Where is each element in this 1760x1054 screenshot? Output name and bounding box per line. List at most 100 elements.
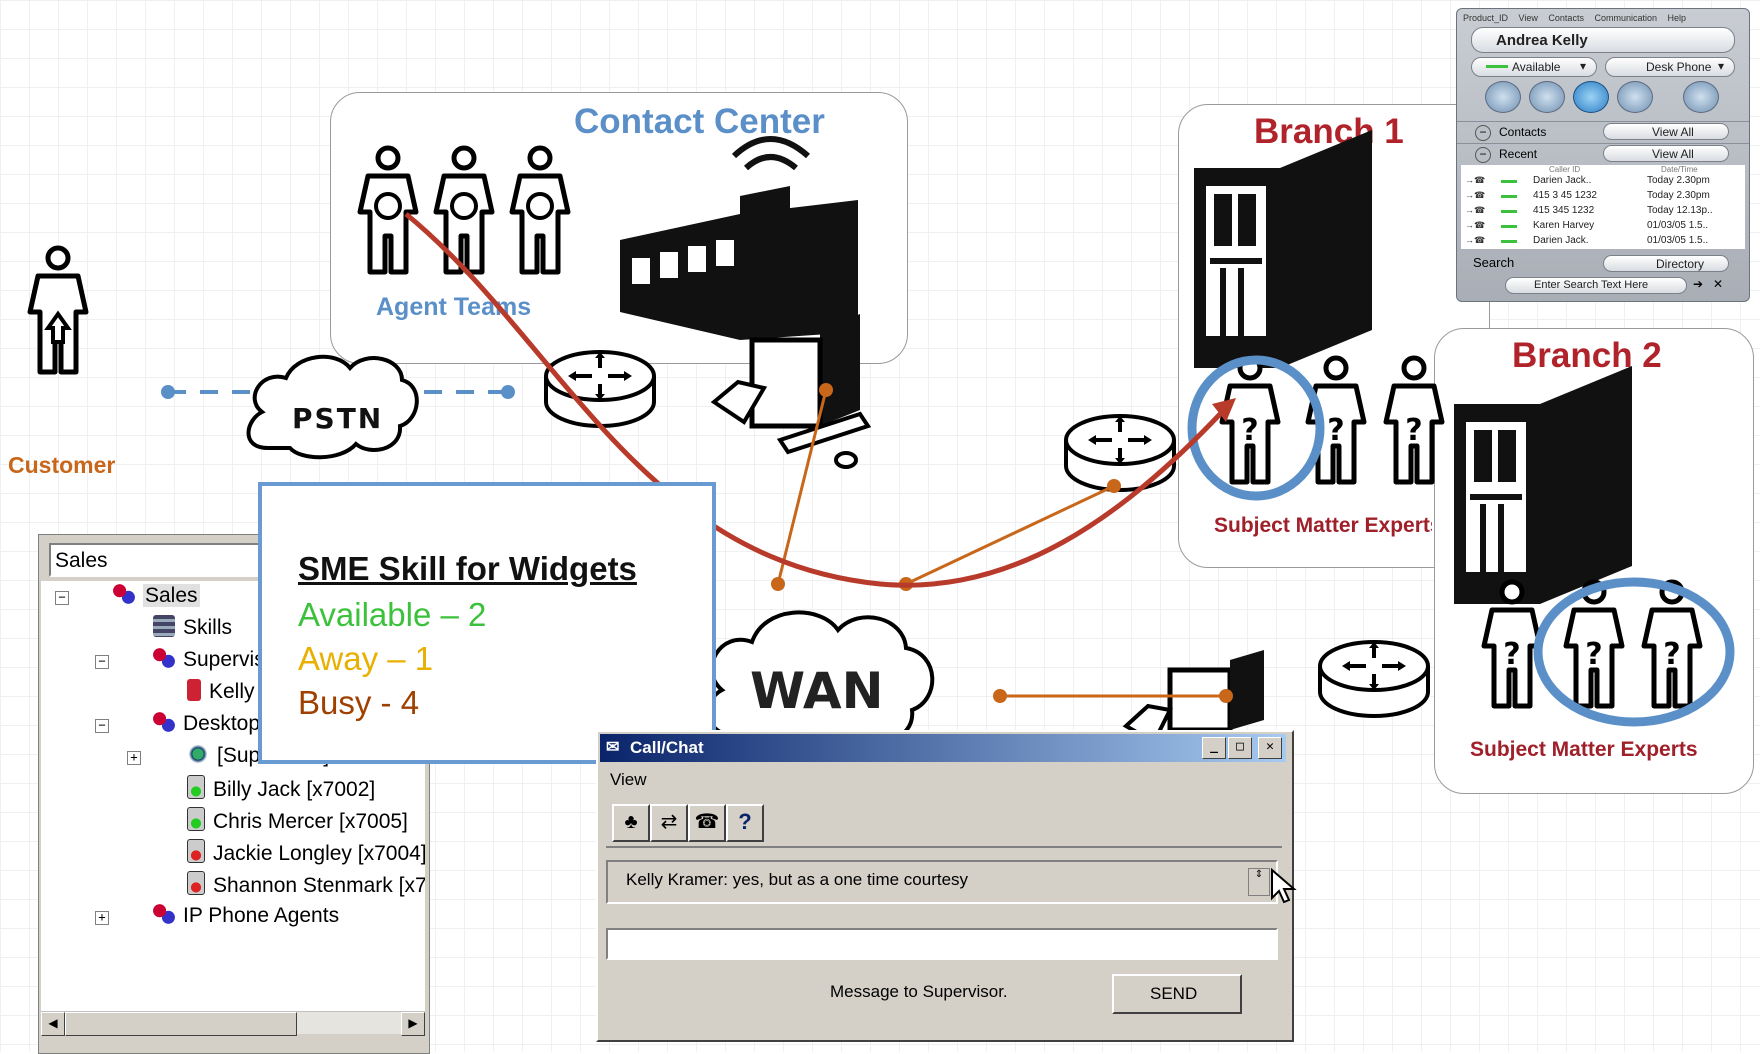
status-red-icon <box>187 839 205 863</box>
minimize-button[interactable]: _ <box>1202 737 1226 759</box>
menu-product-id[interactable]: Product_ID <box>1463 13 1509 23</box>
email-button[interactable] <box>1617 81 1653 113</box>
menu-view[interactable]: View <box>1518 13 1538 23</box>
tree-item[interactable]: Desktop A <box>153 711 279 736</box>
recent-call-row[interactable]: →☎Darien Jack.01/03/05 1.5.. <box>1461 235 1745 249</box>
menu-contacts[interactable]: Contacts <box>1548 13 1584 23</box>
call-direction-icon: →☎ <box>1465 220 1486 230</box>
chat-message-input[interactable] <box>606 928 1278 960</box>
tree-item[interactable]: Skills <box>153 615 232 640</box>
tree-item[interactable]: Sales <box>113 583 200 608</box>
sme-icon: ? <box>1308 358 1364 482</box>
scroll-thumb[interactable] <box>65 1012 297 1036</box>
sme-highlight-ring <box>1533 577 1735 727</box>
router-icon <box>1318 640 1430 718</box>
device-dropdown[interactable]: Desk Phone ▾ <box>1605 57 1735 77</box>
branch1-title: Branch 1 <box>1254 112 1404 151</box>
call-status-icon <box>1501 210 1517 213</box>
horizontal-scrollbar[interactable]: ◀ ▶ <box>41 1011 425 1036</box>
tree-item[interactable]: Chris Mercer [x7005] <box>187 807 408 834</box>
call-direction-icon: →☎ <box>1465 190 1486 200</box>
chat-transcript: Kelly Kramer: yes, but as a one time cou… <box>606 860 1278 904</box>
transcript-scroll-icon[interactable]: ⇕ <box>1248 868 1270 896</box>
branch2-building-icon <box>1454 366 1632 604</box>
status-green-icon <box>187 775 205 799</box>
svg-text:?: ? <box>1503 637 1520 672</box>
contacts-row[interactable]: − Contacts View All <box>1457 121 1749 142</box>
contact-center-title: Contact Center <box>574 102 825 141</box>
tree-item-label: Sales <box>143 584 200 607</box>
call-caller: 415 3 45 1232 <box>1533 190 1597 201</box>
skills-icon <box>153 615 175 637</box>
svg-text:?: ? <box>1663 637 1680 672</box>
call-route-path <box>404 212 1224 588</box>
collapse-icon[interactable]: − <box>95 719 109 733</box>
call-status-icon <box>1501 225 1517 228</box>
tree-item-label: IP Phone Agents <box>183 904 340 927</box>
router-icon <box>1064 414 1176 492</box>
collapse-icon[interactable]: − <box>95 655 109 669</box>
tree-item[interactable]: IP Phone Agents <box>153 903 339 928</box>
call-time: 01/03/05 1.5.. <box>1647 220 1709 231</box>
call-chat-window: ✉ Call/Chat _ □ ✕ View ♣ ⇄ ☎ ? Kelly Kra… <box>596 730 1294 1042</box>
call-status-icon <box>1501 240 1517 243</box>
search-go-icon[interactable]: ➔ <box>1693 277 1704 291</box>
collapse-icon[interactable]: − <box>1475 147 1491 163</box>
expand-icon[interactable]: + <box>127 751 141 765</box>
agent-icon <box>512 148 568 272</box>
search-input[interactable]: Enter Search Text Here <box>1505 277 1687 294</box>
sme-away-count: Away – 1 <box>298 640 434 677</box>
recent-view-dropdown[interactable]: View All <box>1603 145 1729 162</box>
tree-item[interactable]: Billy Jack [x7002] <box>187 775 375 802</box>
team-icon <box>153 711 175 733</box>
contacts-view-dropdown[interactable]: View All <box>1603 123 1729 140</box>
maximize-button[interactable]: □ <box>1228 737 1252 759</box>
sme-icon: ? <box>1566 582 1622 706</box>
tree-item[interactable]: Jackie Longley [x7004] <box>187 839 425 866</box>
status-dropdown[interactable]: Available ▾ <box>1471 57 1597 77</box>
call-button[interactable] <box>1485 81 1521 113</box>
collapse-icon[interactable]: − <box>1475 125 1491 141</box>
recent-call-row[interactable]: →☎Darien Jack..Today 2.30pm <box>1461 175 1745 189</box>
close-button[interactable]: ✕ <box>1258 737 1282 759</box>
conference-button[interactable] <box>1573 81 1609 113</box>
pstn-cloud-icon <box>246 354 419 460</box>
conference-icon[interactable]: ☎ <box>688 804 726 842</box>
tree-item-label: Jackie Longley [x7004] <box>213 842 425 865</box>
call-caller: 415 345 1232 <box>1533 205 1595 216</box>
phone-menu: Product_ID View Contacts Communication H… <box>1463 13 1686 23</box>
recent-row[interactable]: − Recent View All <box>1457 143 1749 164</box>
menu-help[interactable]: Help <box>1667 13 1687 23</box>
expand-icon[interactable]: + <box>95 911 109 925</box>
search-scope-dropdown[interactable]: Directory <box>1603 255 1729 272</box>
chat-menu-view[interactable]: View <box>610 770 647 789</box>
video-button[interactable] <box>1529 81 1565 113</box>
call-direction-icon: →☎ <box>1465 235 1486 245</box>
user-name-field: Andrea Kelly <box>1471 27 1735 53</box>
chat-hint: Message to Supervisor. <box>830 982 1008 1001</box>
clear-search-icon[interactable]: ✕ <box>1713 277 1724 291</box>
help-icon[interactable]: ? <box>726 804 764 842</box>
phone-client-panel: Product_ID View Contacts Communication H… <box>1456 8 1750 302</box>
collapse-icon[interactable]: − <box>55 591 69 605</box>
person-icon <box>187 679 201 701</box>
transfer-icon[interactable]: ⇄ <box>650 804 688 842</box>
wan-links <box>776 389 1226 698</box>
agent-icon[interactable]: ♣ <box>612 804 650 842</box>
tree-item[interactable]: Shannon Stenmark [x7 <box>187 871 425 898</box>
scroll-right-icon[interactable]: ▶ <box>401 1012 425 1036</box>
status-indicator-icon <box>1486 65 1508 68</box>
wan-label: WAN <box>750 662 884 720</box>
phone-action-buttons <box>1485 81 1725 113</box>
call-time: Today 2.30pm <box>1647 175 1710 186</box>
scroll-left-icon[interactable]: ◀ <box>41 1012 65 1036</box>
supervisor-icon <box>187 743 209 765</box>
send-button[interactable]: SEND <box>1112 974 1242 1014</box>
keypad-button[interactable] <box>1683 81 1719 113</box>
sme-skill-heading: SME Skill for Widgets <box>298 550 637 587</box>
menu-communication[interactable]: Communication <box>1594 13 1657 23</box>
